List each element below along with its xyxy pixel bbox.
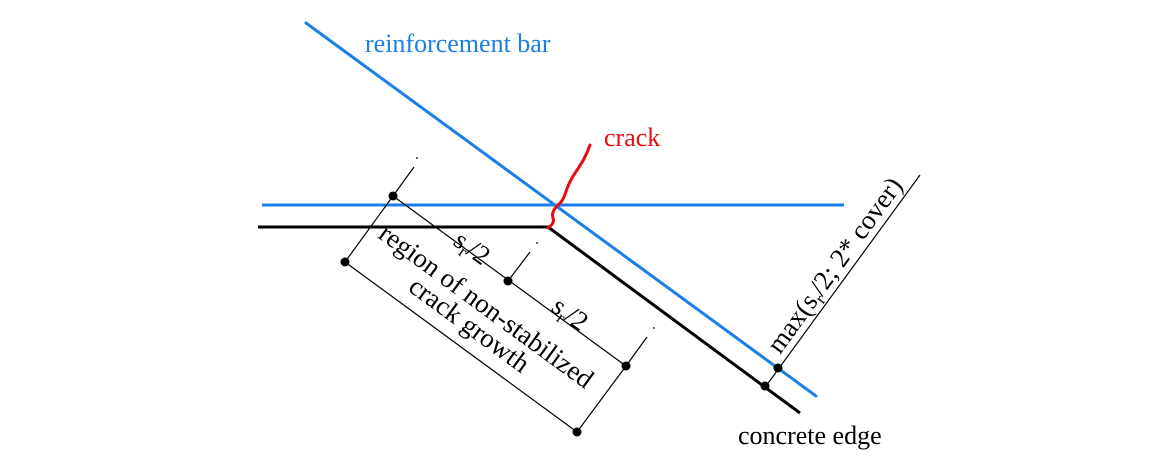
- max-dimension-line: [765, 174, 921, 387]
- tick-mark: [653, 327, 655, 329]
- half-spacing-label-2: sr/2: [545, 291, 595, 340]
- dimension-dot: [773, 363, 783, 373]
- max-dimension: [760, 174, 921, 391]
- tick-mark: [416, 157, 418, 159]
- dimension-dot: [503, 276, 513, 286]
- tick-mark: [536, 242, 538, 244]
- extension-line-mid: [507, 251, 531, 282]
- dimension-dot: [760, 381, 770, 391]
- dimension-dot: [572, 427, 582, 437]
- region-dimension-line: [344, 261, 578, 433]
- region-dimension: [340, 195, 627, 437]
- extension-line-top: [392, 166, 415, 197]
- extension-line-end: [625, 336, 648, 367]
- max-dimension-label: max(sr/2; 2* cover): [761, 171, 911, 360]
- crack-label: crack: [604, 123, 660, 152]
- crack-line: [546, 143, 592, 230]
- region-extension-top: [344, 195, 394, 263]
- region-extension-end: [576, 365, 627, 433]
- dimension-dot: [340, 257, 350, 267]
- reinforcement-bar-label: reinforcement bar: [365, 29, 551, 58]
- reinforcement-bar-diagonal: [304, 21, 818, 398]
- concrete-edge-label: concrete edge: [738, 421, 882, 450]
